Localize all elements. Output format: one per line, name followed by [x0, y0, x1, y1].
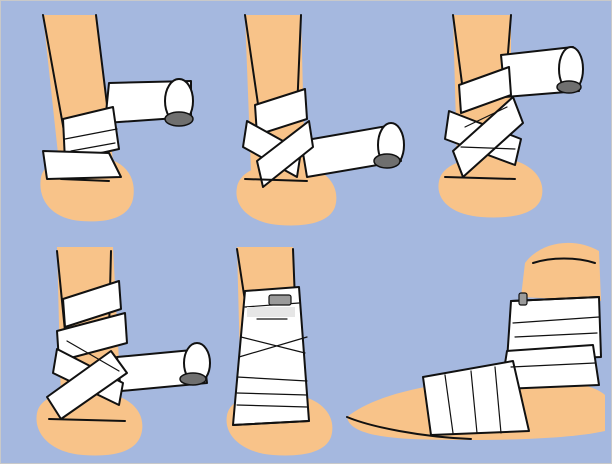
- step-4-panel: [36, 247, 210, 455]
- step-1-panel: [40, 15, 193, 221]
- bandage-roll: [165, 79, 193, 126]
- roll-core: [374, 154, 400, 168]
- foot: [438, 158, 542, 218]
- roll-core: [165, 112, 193, 126]
- bandage-clip: [269, 295, 291, 305]
- step-3-panel: [438, 15, 583, 217]
- step-6-panel: [347, 243, 605, 440]
- leg: [521, 243, 601, 301]
- step-2-panel: [236, 15, 404, 225]
- bandage-roll: [180, 343, 210, 385]
- roll-core: [180, 373, 206, 385]
- bandage-clip: [519, 293, 527, 305]
- step-5-panel: [227, 247, 333, 455]
- roll-core: [557, 81, 581, 93]
